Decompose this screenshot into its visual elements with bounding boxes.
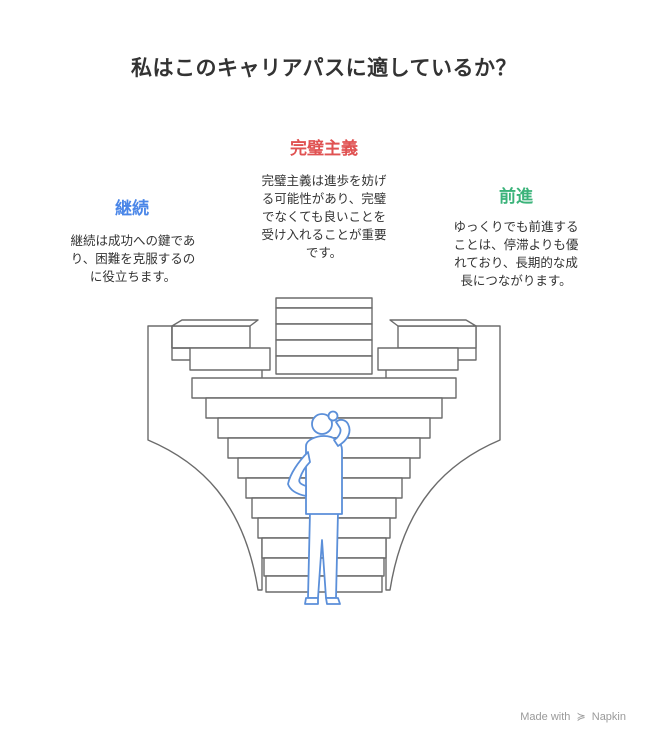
hand bbox=[327, 410, 339, 422]
left-stair-top bbox=[171, 325, 251, 349]
person-figure bbox=[287, 410, 351, 605]
center-stack-3 bbox=[275, 323, 373, 341]
desc-line: 完璧主義は進歩を妨げ bbox=[261, 173, 387, 188]
center-stack-2 bbox=[275, 307, 373, 325]
center-stack-1 bbox=[275, 297, 373, 309]
desc-line: ゆっくりでも前進する bbox=[453, 219, 579, 234]
description-progress: ゆっくりでも前進する ことは、停滞よりも優 れており、長期的な成 長につながりま… bbox=[438, 218, 594, 290]
footer-brand: Napkin bbox=[591, 711, 626, 723]
desc-line: でなくても良いことを bbox=[261, 209, 386, 224]
right-stair-second bbox=[377, 347, 459, 371]
torso bbox=[305, 435, 343, 515]
desc-line: ことは、停滞よりも優 bbox=[453, 237, 579, 252]
napkin-logo-icon: ≽ bbox=[576, 711, 586, 723]
desc-line: る可能性があり、完璧 bbox=[261, 191, 387, 206]
center-stack-4 bbox=[275, 339, 373, 357]
right-stair-top bbox=[397, 325, 477, 349]
desc-line: れており、長期的な成 bbox=[454, 255, 578, 270]
heading-progress: 前進 bbox=[499, 187, 533, 207]
step-1 bbox=[191, 377, 457, 399]
left-stair-top-cap bbox=[171, 319, 259, 327]
desc-line: に役立ちます。 bbox=[89, 269, 177, 284]
right-stair-top-cap bbox=[389, 319, 477, 327]
left-stair-second bbox=[189, 347, 271, 371]
desc-line: 長につながります。 bbox=[460, 273, 572, 288]
center-stack-5 bbox=[275, 355, 373, 375]
heading-continuity: 継続 bbox=[115, 199, 149, 219]
description-continuity: 継続は成功への鍵であ り、困難を克服するの に役立ちます。 bbox=[55, 232, 211, 286]
desc-line: です。 bbox=[305, 245, 343, 260]
description-perfectionism: 完璧主義は進歩を妨げ る可能性があり、完璧 でなくても良いことを 受け入れること… bbox=[246, 172, 402, 262]
arm-left bbox=[287, 451, 311, 497]
arm-right bbox=[333, 418, 351, 447]
desc-line: 継続は成功への鍵であ bbox=[70, 233, 196, 248]
heading-perfectionism: 完璧主義 bbox=[290, 139, 358, 159]
footer-made-text: Made with bbox=[520, 711, 571, 723]
desc-line: 受け入れることが重要 bbox=[261, 227, 387, 242]
page-title: 私はこのキャリアパスに適しているか？ bbox=[131, 56, 517, 80]
footer-credit: Made with ≽ Napkin bbox=[520, 710, 626, 723]
head bbox=[311, 413, 333, 435]
desc-line: り、困難を克服するの bbox=[70, 251, 196, 266]
